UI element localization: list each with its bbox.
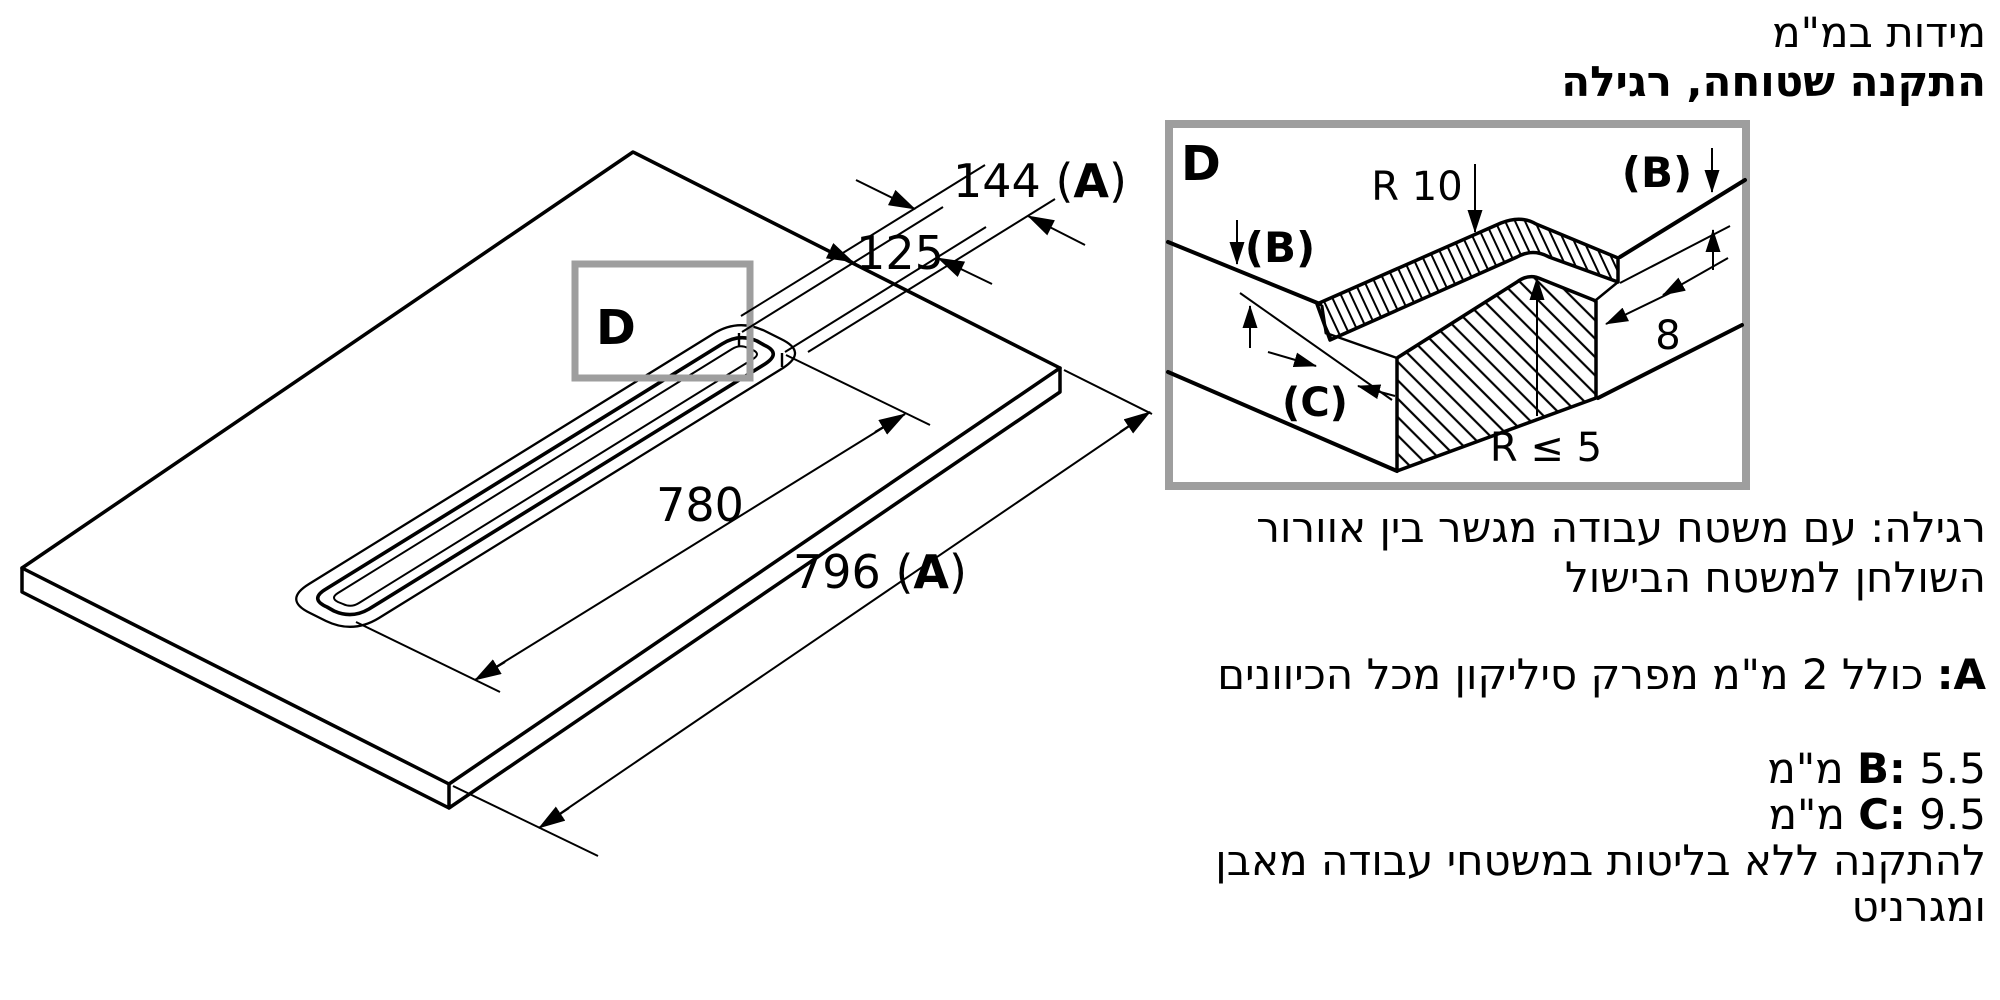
detail-arrows: [1229, 148, 1729, 416]
note-a-prefix: A:: [1936, 650, 1986, 699]
inner-radius-label: R ≤ 5: [1490, 425, 1602, 471]
units-note: מידות במ"מ: [1772, 8, 1986, 57]
thickness-ref-left: (B): [1245, 223, 1315, 272]
dim-hole-length: 780: [656, 478, 744, 532]
dimension-lines: [474, 179, 1151, 829]
note-c-text: 9.5 מ"מ: [1768, 790, 1986, 839]
worktop-edges: [1166, 178, 1747, 473]
note-a-text: כולל 2 מ"מ מפרק סיליקון מכל הכיוונים: [1217, 650, 1924, 699]
top-radius-label: R 10: [1371, 164, 1462, 210]
dim-cutout-width: 144 (A): [953, 154, 1127, 208]
page-title: התקנה שטוחה, רגילה: [1561, 57, 1986, 106]
note-a: A: כולל 2 מ"מ מפרק סיליקון מכל הכיוונים: [1146, 651, 1986, 699]
lip-width-label: 8: [1655, 313, 1680, 359]
depth-ref-label: (C): [1282, 380, 1348, 426]
notes-bc-install: B: 5.5 מ"מ C: 9.5 מ"מ להתקנה ללא בליטות …: [1146, 746, 1986, 930]
note-c: C: 9.5 מ"מ: [1146, 792, 1986, 838]
hob-body-section: [1395, 274, 1598, 473]
note-c-prefix: C:: [1858, 790, 1906, 839]
note-line: רגילה: עם משטח עבודה מגשר בין אוורור: [1256, 503, 1986, 552]
detail-drawing: D (B) (B) R 10 8 (C) R ≤ 5: [1165, 120, 1750, 490]
install-note-line: ומגרניט: [1851, 882, 1986, 931]
thickness-ref-right: (B): [1622, 148, 1692, 197]
detail-callout-box: [571, 260, 754, 382]
detail-label: D: [1181, 136, 1221, 192]
detail-callout-label: D: [596, 300, 636, 356]
regular-installation-note: רגילה: עם משטח עבודה מגשר בין אוורור השו…: [1146, 503, 1986, 603]
header-block: מידות במ"מ התקנה שטוחה, רגילה: [1146, 8, 1986, 106]
dim-overall-width: 796 (A): [793, 545, 967, 599]
note-b-text: 5.5 מ"מ: [1767, 744, 1986, 793]
isometric-drawing: D 144 (A) 125 780 796 (A): [20, 150, 1153, 857]
extension-lines: [355, 164, 1153, 857]
install-note-line: להתקנה ללא בליטות במשטחי עבודה מאבן: [1215, 836, 1986, 885]
note-b-prefix: B:: [1857, 744, 1906, 793]
note-line: השולחן למשטח הבישול: [1564, 553, 1986, 602]
dim-hole-width: 125: [856, 226, 944, 280]
note-b: B: 5.5 מ"מ: [1146, 746, 1986, 792]
